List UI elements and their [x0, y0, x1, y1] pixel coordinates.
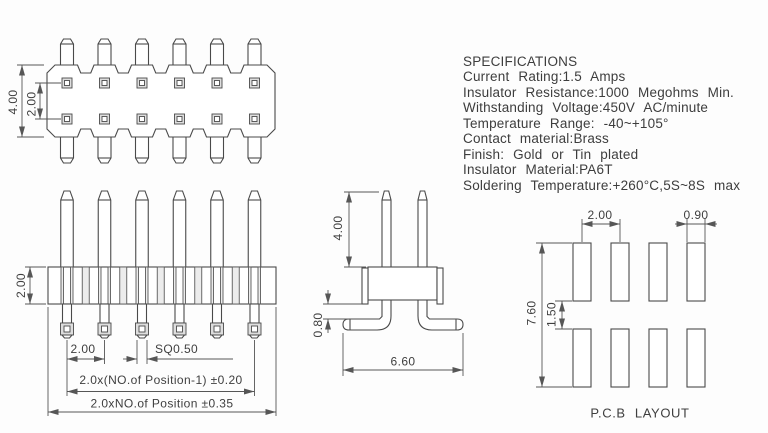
dim-pin-length: 4.00 — [331, 216, 345, 241]
spec-line: Contact material:Brass — [463, 131, 609, 147]
side-view-dimensions: 4.00 0.80 6.60 — [311, 191, 464, 376]
dim-row-pitch: 2.00 — [25, 92, 39, 117]
side-view-flange-left — [361, 267, 369, 305]
front-view-tails — [59, 303, 262, 339]
dim-pin-square: SQ0.50 — [155, 342, 198, 356]
spec-line: Withstanding Voltage:450V AC/minute — [463, 100, 709, 116]
spec-line: Insulator Material:PA6T — [463, 162, 613, 178]
pcb-dimensions: 2.00 0.90 7.60 1.50 — [525, 208, 717, 388]
top-view-dimensions: 4.00 2.00 — [6, 64, 61, 138]
spec-line: Current Rating:1.5 Amps — [463, 69, 626, 85]
dim-pin-pitch: 2.00 — [71, 342, 96, 356]
side-view-flange-right — [436, 267, 444, 305]
spec-line: Insulator Resistance:1000 Megohms Min. — [463, 84, 734, 100]
specifications-block: SPECIFICATIONS Current Rating:1.5 Amps I… — [463, 54, 765, 193]
side-view-feet — [342, 299, 464, 331]
spec-line: Soldering Temperature:+260°C,5S~8S max — [463, 177, 741, 193]
pcb-pads — [572, 242, 706, 388]
dim-body-height: 2.00 — [14, 273, 28, 298]
side-view-body — [367, 266, 438, 301]
dim-row-gap: 1.50 — [545, 302, 559, 327]
pcb-layout: 2.00 0.90 7.60 1.50 P.C.B LAYOUT — [525, 208, 717, 421]
dim-foot-span: 6.60 — [391, 355, 416, 369]
spec-line: Finish: Gold or Tin plated — [463, 146, 639, 162]
top-view: 4.00 2.00 — [6, 38, 276, 164]
side-view: 4.00 0.80 6.60 — [311, 190, 464, 376]
dim-pcb-height: 7.60 — [525, 301, 539, 326]
spec-line: Temperature Range: -40~+105° — [463, 115, 669, 131]
dim-span-inner: 2.0x(NO.of Position-1) ±0.20 — [79, 373, 242, 387]
side-view-pins — [381, 190, 428, 268]
dim-pad-width: 0.90 — [684, 208, 709, 222]
top-view-body — [46, 64, 276, 138]
dim-pad-pitch: 2.00 — [588, 208, 613, 222]
front-view: 2.00 2.00 SQ0.50 2.0x(NO.of Position-1) … — [14, 190, 277, 416]
dim-overall-height: 4.00 — [6, 90, 20, 115]
specifications-title: SPECIFICATIONS — [463, 54, 578, 69]
pcb-layout-label: P.C.B LAYOUT — [590, 406, 689, 421]
front-view-dimensions: 2.00 2.00 SQ0.50 2.0x(NO.of Position-1) … — [14, 266, 277, 416]
dim-span-outer: 2.0xNO.of Position ±0.35 — [91, 397, 234, 411]
dim-standoff: 0.80 — [311, 313, 325, 338]
front-view-pins — [60, 190, 262, 268]
